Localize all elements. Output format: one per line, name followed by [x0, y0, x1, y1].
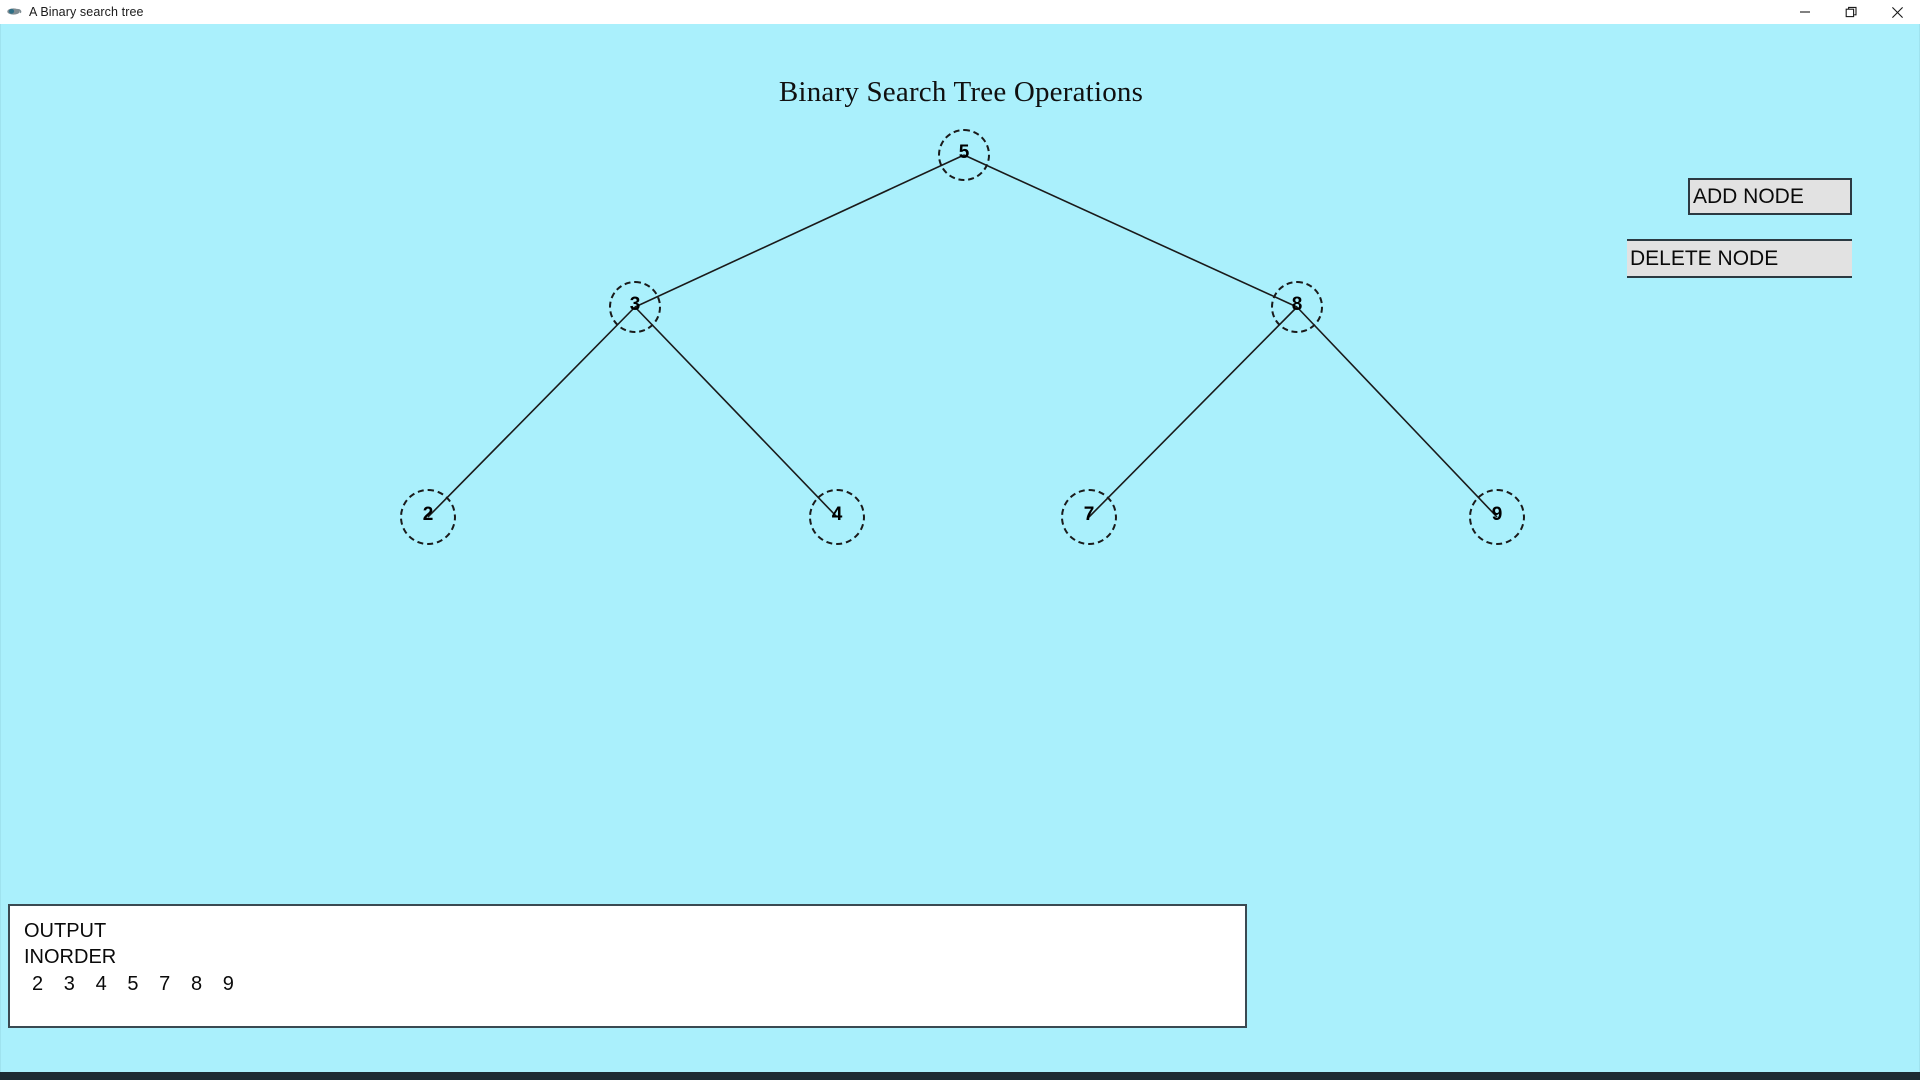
tree-node-5[interactable]	[938, 129, 990, 181]
tree-node-label: 5	[958, 142, 970, 163]
close-icon[interactable]	[1874, 0, 1920, 24]
tree-node-9[interactable]	[1469, 489, 1525, 545]
minimize-icon[interactable]	[1782, 0, 1828, 24]
tree-edge	[1088, 306, 1298, 518]
tree-edge	[427, 306, 636, 518]
add-node-button-label: ADD NODE	[1693, 184, 1804, 208]
delete-node-button-label: DELETE NODE	[1630, 246, 1779, 270]
tree-node-label: 3	[629, 294, 641, 315]
window-controls	[1782, 0, 1920, 24]
tree-edge	[634, 306, 838, 518]
tree-edge	[634, 154, 965, 308]
window-bottom-edge	[0, 1072, 1920, 1080]
output-panel: OUTPUT INORDER 2 3 4 5 7 8 9	[8, 904, 1247, 1028]
tree-node-label: 7	[1083, 504, 1095, 525]
tree-node-label: 8	[1291, 294, 1303, 315]
tree-node-2[interactable]	[400, 489, 456, 545]
tree-node-3[interactable]	[609, 281, 661, 333]
restore-icon[interactable]	[1828, 0, 1874, 24]
tree-node-label: 4	[831, 504, 843, 525]
delete-node-button[interactable]: DELETE NODE	[1627, 239, 1852, 278]
tree-edge	[963, 154, 1298, 308]
tree-node-label: 9	[1491, 504, 1503, 525]
binary-search-tree-canvas: 5 3 8 2 4 7 9	[1, 24, 1919, 1072]
title-bar: A Binary search tree	[0, 0, 1920, 24]
output-title: OUTPUT	[24, 920, 107, 942]
page-title: Binary Search Tree Operations	[778, 76, 1144, 108]
client-area: Binary Search Tree Operations 5 3 8 2 4 7 9 AD…	[0, 24, 1920, 1072]
add-node-button[interactable]: ADD NODE	[1688, 178, 1852, 215]
tree-edges	[427, 154, 1498, 518]
java-app-icon	[5, 3, 23, 21]
output-traversal-values: 2 3 4 5 7 8 9	[32, 972, 235, 995]
window-title: A Binary search tree	[29, 5, 144, 19]
output-mode: INORDER	[24, 946, 117, 969]
tree-node-8[interactable]	[1271, 281, 1323, 333]
tree-edge	[1296, 306, 1498, 518]
tree-node-7[interactable]	[1061, 489, 1117, 545]
tree-node-label: 2	[422, 504, 434, 525]
tree-node-4[interactable]	[809, 489, 865, 545]
